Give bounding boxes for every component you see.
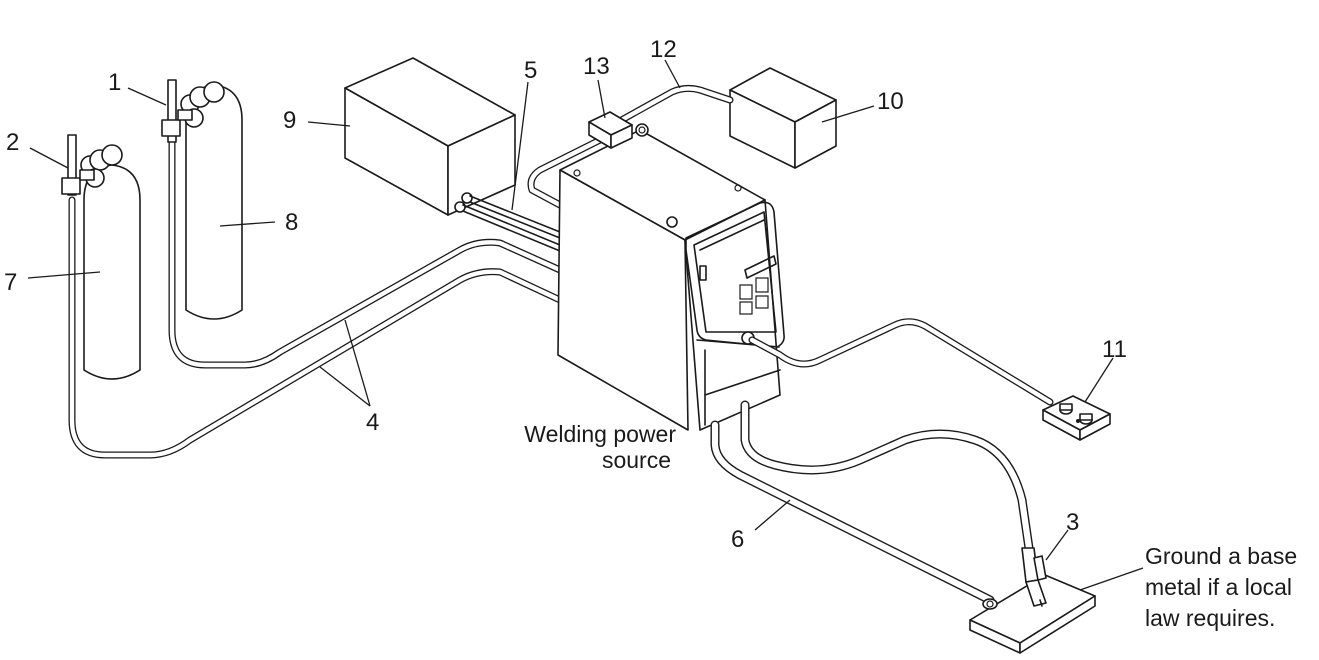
ground-caption-line3: law requires. xyxy=(1145,605,1275,631)
callout-numbers: 1 2 3 4 5 6 7 8 9 10 11 12 13 xyxy=(4,36,1127,553)
callout-10: 10 xyxy=(877,88,904,115)
cable-12 xyxy=(527,84,734,209)
callout-5: 5 xyxy=(524,57,537,84)
callout-3: 3 xyxy=(1066,509,1079,536)
leader-lines xyxy=(27,59,1144,591)
remote-cable xyxy=(741,318,1054,406)
unit-10 xyxy=(729,67,837,169)
regulator-1 xyxy=(161,79,225,143)
callout-11: 11 xyxy=(1102,336,1127,363)
callout-2: 2 xyxy=(6,129,19,156)
ground-caption-line1: Ground a base xyxy=(1145,543,1297,569)
callout-13: 13 xyxy=(583,53,610,80)
callout-9: 9 xyxy=(283,107,296,134)
torch-3 xyxy=(1021,547,1047,607)
captions: Welding power source Ground a base metal… xyxy=(524,421,1297,631)
callout-4: 4 xyxy=(366,409,379,436)
regulator-2 xyxy=(61,134,123,196)
power-source-caption-line1: Welding power xyxy=(524,421,676,447)
unit-13 xyxy=(588,111,633,149)
torch-cable xyxy=(740,400,1035,560)
callout-8: 8 xyxy=(285,209,298,236)
base-metal xyxy=(969,574,1096,654)
unit-9 xyxy=(344,57,516,216)
control-cables-5 xyxy=(462,195,561,252)
callout-1: 1 xyxy=(108,69,121,96)
remote-control-11 xyxy=(1042,395,1111,441)
ground-caption-line2: metal if a local xyxy=(1145,574,1292,600)
callout-6: 6 xyxy=(731,526,744,553)
power-source-caption-line2: source xyxy=(602,447,671,473)
callout-7: 7 xyxy=(4,269,17,296)
gas-hoses xyxy=(68,136,564,459)
ground-cable-6 xyxy=(710,420,995,605)
callout-12: 12 xyxy=(650,36,677,63)
welding-power-source xyxy=(557,123,785,431)
